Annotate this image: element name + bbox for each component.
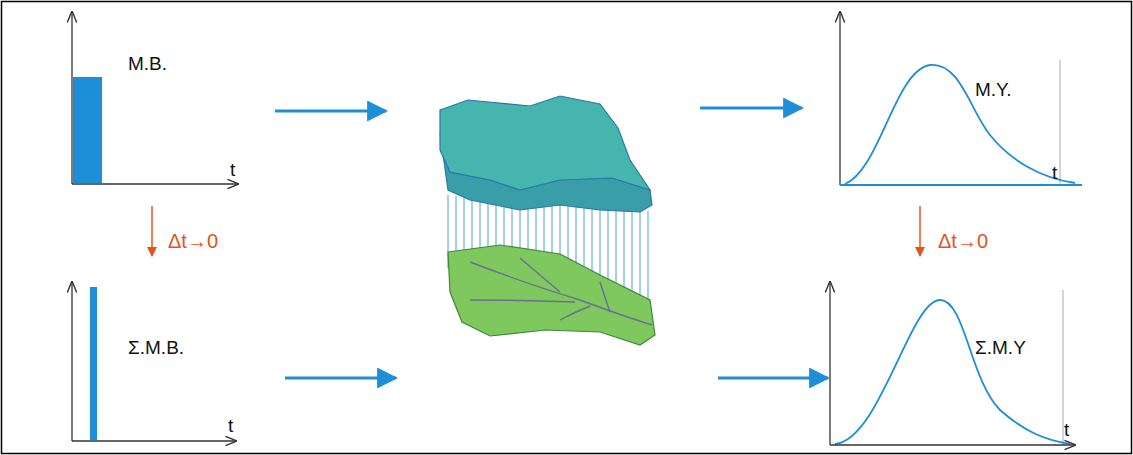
limit-label: Δt→0 (938, 230, 988, 252)
instant-rain-chart (72, 282, 236, 441)
limit-arrow (919, 206, 921, 256)
chart-title: Σ.M.Y (975, 338, 1026, 359)
axis-label: t (1052, 163, 1057, 184)
limit-arrow (151, 206, 153, 256)
rain-block-chart (72, 12, 238, 184)
chart-title: Σ.M.B. (128, 338, 184, 359)
basin-illustration (440, 96, 655, 345)
instant-unit-hydrograph-chart (830, 282, 1075, 445)
axis-label: t (230, 160, 235, 181)
limit-label: Δt→0 (168, 230, 218, 252)
axis-label: t (228, 416, 233, 437)
unit-hydrograph-chart (840, 12, 1082, 185)
chart-title: M.B. (128, 54, 167, 75)
axis-label: t (1064, 420, 1069, 441)
chart-title: M.Y. (975, 80, 1012, 101)
